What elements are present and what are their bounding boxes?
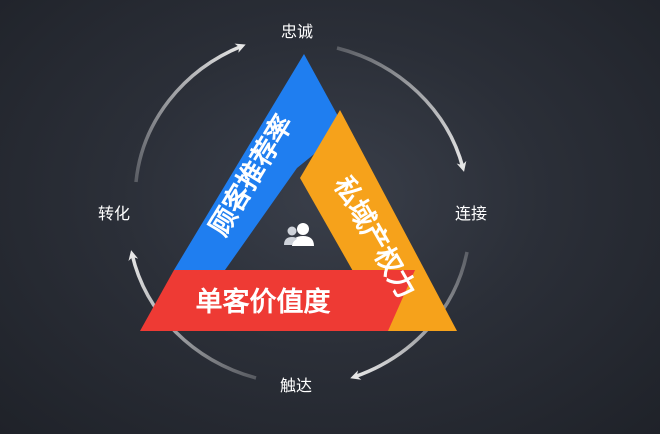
cycle-arrow-top-right [336, 46, 467, 172]
cycle-label-top: 忠诚 [281, 22, 314, 41]
cycle-arrow-top-left [134, 43, 246, 183]
triangle-right-side [300, 110, 457, 331]
triangle-left-side [174, 54, 345, 270]
triangle-base-label: 单客价值度 [196, 286, 331, 318]
users-icon [284, 223, 314, 246]
cycle-arrow-bottom-left [128, 250, 257, 380]
cycle-label-left: 转化 [98, 204, 131, 223]
cycle-label-right: 连接 [455, 204, 488, 223]
cycle-label-bottom: 触达 [280, 376, 313, 395]
triangle-base [140, 270, 415, 331]
